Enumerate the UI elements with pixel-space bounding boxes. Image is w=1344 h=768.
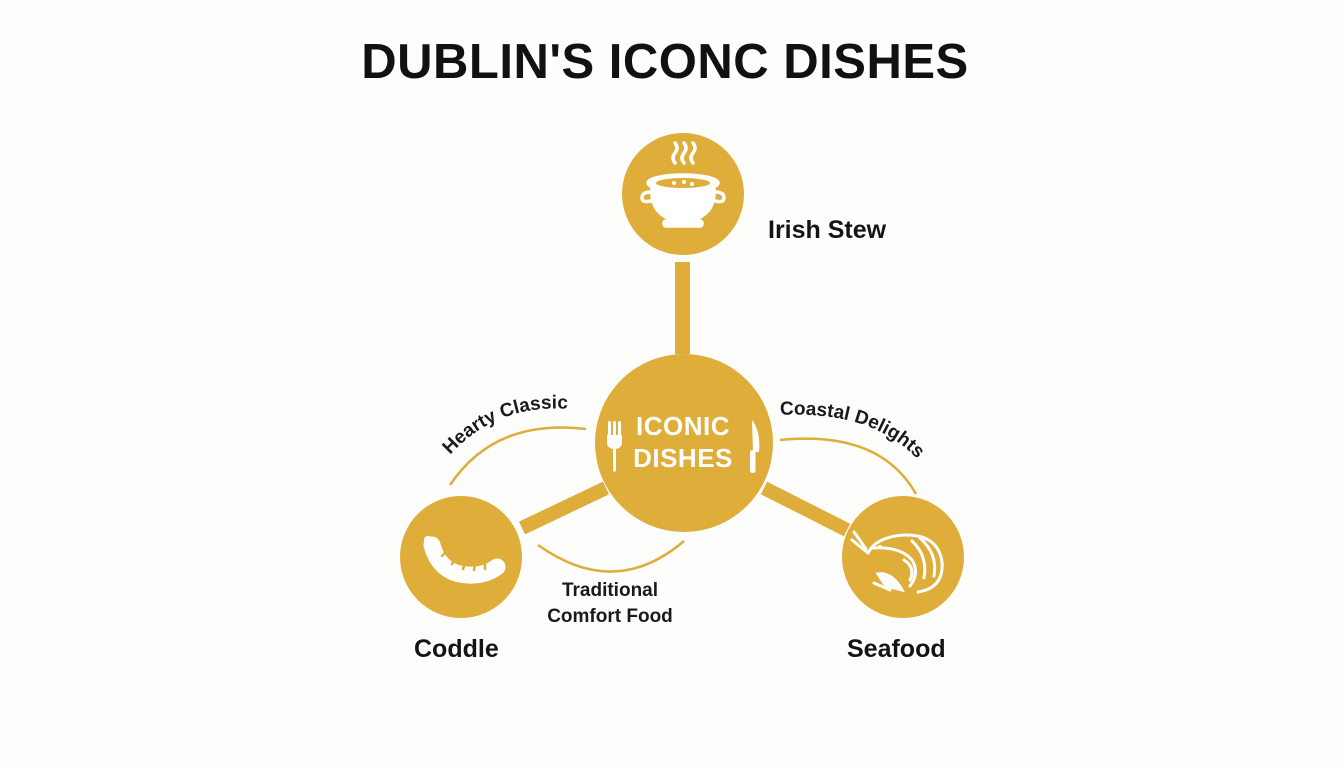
relation-label-bottom: Traditional Comfort Food xyxy=(530,578,690,630)
page-title: DUBLIN'S ICONC DISHES xyxy=(361,35,969,89)
fork-icon xyxy=(607,421,622,472)
arc-left xyxy=(448,426,587,486)
relation-label-right: Coastal Delights xyxy=(780,399,929,463)
shrimp-icon xyxy=(850,530,944,594)
center-node xyxy=(595,354,773,532)
stew-pot-icon xyxy=(640,141,726,228)
center-label-line2: DISHES xyxy=(633,443,733,473)
node-coddle xyxy=(400,496,522,618)
node-seafood xyxy=(842,496,964,618)
center-label-line1: ICONIC xyxy=(636,411,730,441)
connector-left xyxy=(518,481,610,535)
node-label-irish-stew: Irish Stew xyxy=(768,216,887,244)
relation-label-left: Hearty Classic xyxy=(439,392,569,458)
connector-right xyxy=(760,481,851,537)
relation-label-bottom-line1: Traditional xyxy=(561,580,659,601)
connector-top xyxy=(675,262,690,354)
node-label-coddle: Coddle xyxy=(414,635,499,663)
knife-icon xyxy=(750,420,760,473)
sausage-icon xyxy=(423,536,506,584)
center-label: ICONIC DISHES xyxy=(620,410,746,474)
node-irish-stew xyxy=(622,133,744,255)
relation-label-bottom-line2: Comfort Food xyxy=(547,606,673,627)
arc-right xyxy=(779,437,918,495)
arc-bottom xyxy=(537,540,685,573)
node-label-seafood: Seafood xyxy=(847,635,946,663)
